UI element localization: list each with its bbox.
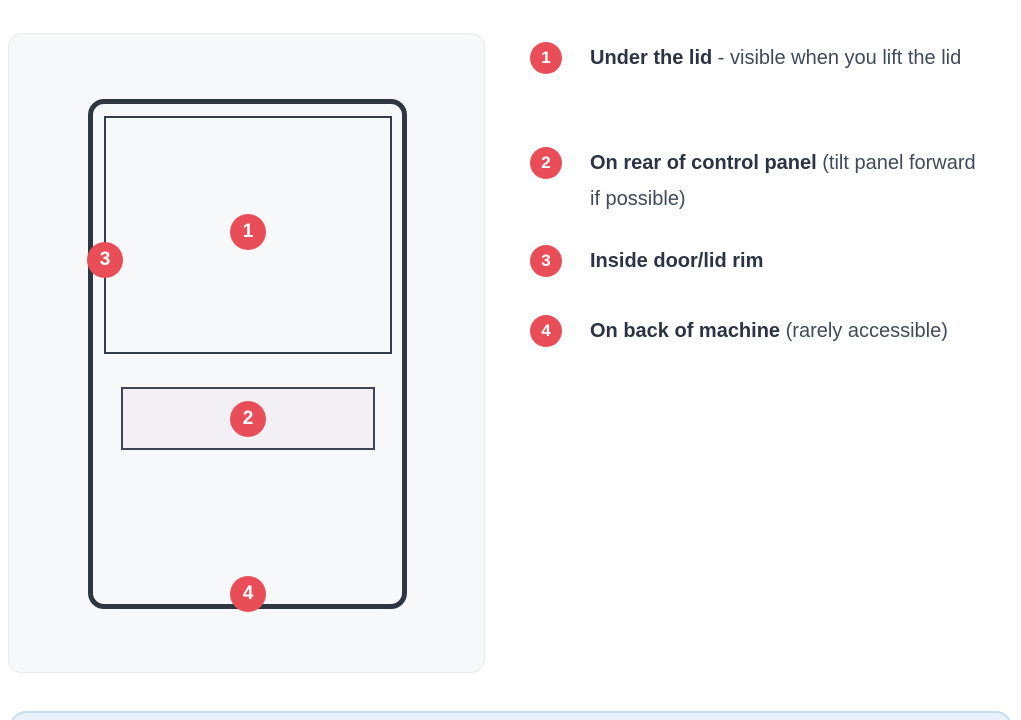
legend-item-door-rim: 3 Inside door/lid rim	[530, 245, 988, 279]
legend-title: Under the lid	[590, 47, 713, 69]
legend-badge-4: 4	[530, 315, 562, 347]
legend-item-back: 4 On back of machine (rarely accessible)	[530, 315, 988, 349]
legend-text: Under the lid - visible when you lift th…	[590, 40, 988, 76]
legend-text: On rear of control panel (tilt panel for…	[590, 145, 988, 217]
legend-description: - visible when you lift the lid	[712, 47, 962, 69]
legend-number: 1	[541, 48, 551, 67]
legend-number: 3	[541, 251, 551, 270]
legend-text: On back of machine (rarely accessible)	[590, 313, 988, 349]
marker-number: 2	[242, 408, 254, 429]
diagram-marker-door-rim: 3	[87, 242, 123, 278]
legend-description: (tilt panel forward if possible)	[590, 152, 976, 210]
diagram-marker-back: 4	[230, 576, 266, 612]
marker-number: 1	[242, 221, 254, 242]
legend-number: 2	[541, 153, 551, 172]
machine-lid-outline	[104, 116, 392, 354]
legend-item-control-panel: 2 On rear of control panel (tilt panel f…	[530, 147, 988, 217]
info-banner	[10, 711, 1012, 720]
legend-number: 4	[541, 321, 551, 340]
legend-badge-1: 1	[530, 42, 562, 74]
legend-text: Inside door/lid rim	[590, 243, 988, 279]
legend-title: Inside door/lid rim	[590, 250, 764, 272]
diagram-marker-control-panel: 2	[230, 401, 266, 437]
legend-badge-3: 3	[530, 245, 562, 277]
marker-number: 4	[242, 583, 254, 604]
legend-title: On rear of control panel	[590, 152, 817, 174]
machine-diagram-card: 1 2 3 4	[8, 33, 485, 673]
legend-item-under-lid: 1 Under the lid - visible when you lift …	[530, 42, 988, 76]
legend-badge-2: 2	[530, 147, 562, 179]
diagram-marker-under-lid: 1	[230, 214, 266, 250]
marker-number: 3	[99, 249, 111, 270]
legend-description: (rarely accessible)	[780, 320, 948, 342]
legend-title: On back of machine	[590, 320, 781, 342]
